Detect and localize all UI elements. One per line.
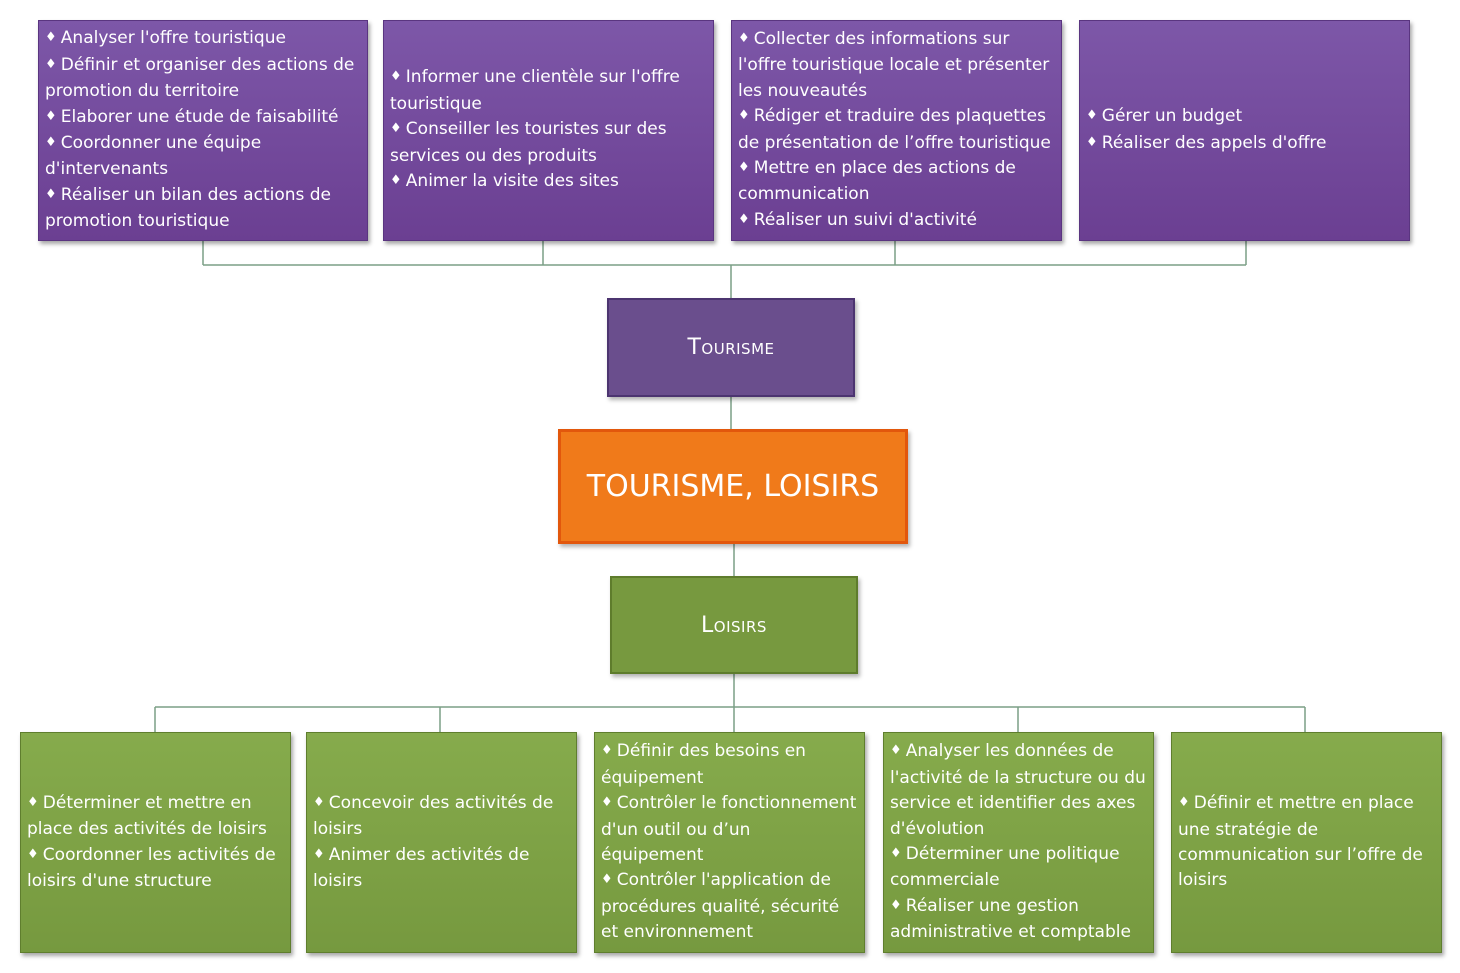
tourisme-card-2-list: Informer une clientèle sur l'offre touri… [384,65,713,195]
list-item: Mettre en place des actions de communica… [738,156,1055,208]
list-item: Animer des activités de loisirs [313,843,570,895]
tourisme-loisirs-root-node: TOURISME, LOISIRS [558,429,908,544]
list-item: Réaliser des appels d'offre [1086,131,1403,157]
loisirs-card-1-list: Déterminer et mettre en place des activi… [21,791,290,895]
loisirs-card-2-list: Concevoir des activités de loisirs Anime… [307,791,576,895]
list-item: Réaliser un suivi d'activité [738,208,1055,234]
tourisme-card-2: Informer une clientèle sur l'offre touri… [383,20,714,241]
list-item: Réaliser un bilan des actions de promoti… [45,183,361,235]
tourisme-card-4-list: Gérer un budget Réaliser des appels d'of… [1080,104,1409,157]
tourisme-card-1-list: Analyser l'offre touristique Définir et … [39,26,367,234]
list-item: Animer la visite des sites [390,169,707,195]
list-item: Analyser les données de l'activité de la… [890,739,1147,842]
list-item: Déterminer une politique commerciale [890,842,1147,894]
list-item: Réaliser une gestion administrative et c… [890,894,1147,946]
loisirs-card-3: Définir des besoins en équipement Contrô… [594,732,865,953]
tourisme-label: Tourisme [687,335,775,360]
loisirs-card-2: Concevoir des activités de loisirs Anime… [306,732,577,953]
loisirs-card-4-list: Analyser les données de l'activité de la… [884,739,1153,945]
tourisme-card-3-list: Collecter des informations sur l'offre t… [732,27,1061,234]
list-item: Coordonner une équipe d'intervenants [45,131,361,183]
loisirs-card-5-list: Définir et mettre en place une stratégie… [1172,791,1441,894]
list-item: Contrôler l'application de procédures qu… [601,868,858,945]
tourisme-card-3: Collecter des informations sur l'offre t… [731,20,1062,241]
list-item: Conseiller les touristes sur des service… [390,117,707,169]
root-label: TOURISME, LOISIRS [586,469,880,504]
list-item: Coordonner les activités de loisirs d'un… [27,843,284,895]
list-item: Collecter des informations sur l'offre t… [738,27,1055,104]
list-item: Définir des besoins en équipement [601,739,858,791]
tourisme-card-4: Gérer un budget Réaliser des appels d'of… [1079,20,1410,241]
list-item: Définir et mettre en place une stratégie… [1178,791,1435,894]
loisirs-card-1: Déterminer et mettre en place des activi… [20,732,291,953]
tourisme-node: Tourisme [607,298,855,397]
list-item: Analyser l'offre touristique [45,26,361,52]
loisirs-label: Loisirs [701,612,767,638]
loisirs-card-3-list: Définir des besoins en équipement Contrô… [595,739,864,945]
tourisme-card-1: Analyser l'offre touristique Définir et … [38,20,368,241]
loisirs-card-5: Définir et mettre en place une stratégie… [1171,732,1442,953]
list-item: Informer une clientèle sur l'offre touri… [390,65,707,117]
list-item: Contrôler le fonctionnement d'un outil o… [601,791,858,868]
loisirs-node: Loisirs [610,576,858,674]
list-item: Elaborer une étude de faisabilité [45,105,361,131]
list-item: Gérer un budget [1086,104,1403,130]
list-item: Concevoir des activités de loisirs [313,791,570,843]
list-item: Définir et organiser des actions de prom… [45,53,361,105]
list-item: Déterminer et mettre en place des activi… [27,791,284,843]
list-item: Rédiger et traduire des plaquettes de pr… [738,104,1055,156]
loisirs-card-4: Analyser les données de l'activité de la… [883,732,1154,953]
